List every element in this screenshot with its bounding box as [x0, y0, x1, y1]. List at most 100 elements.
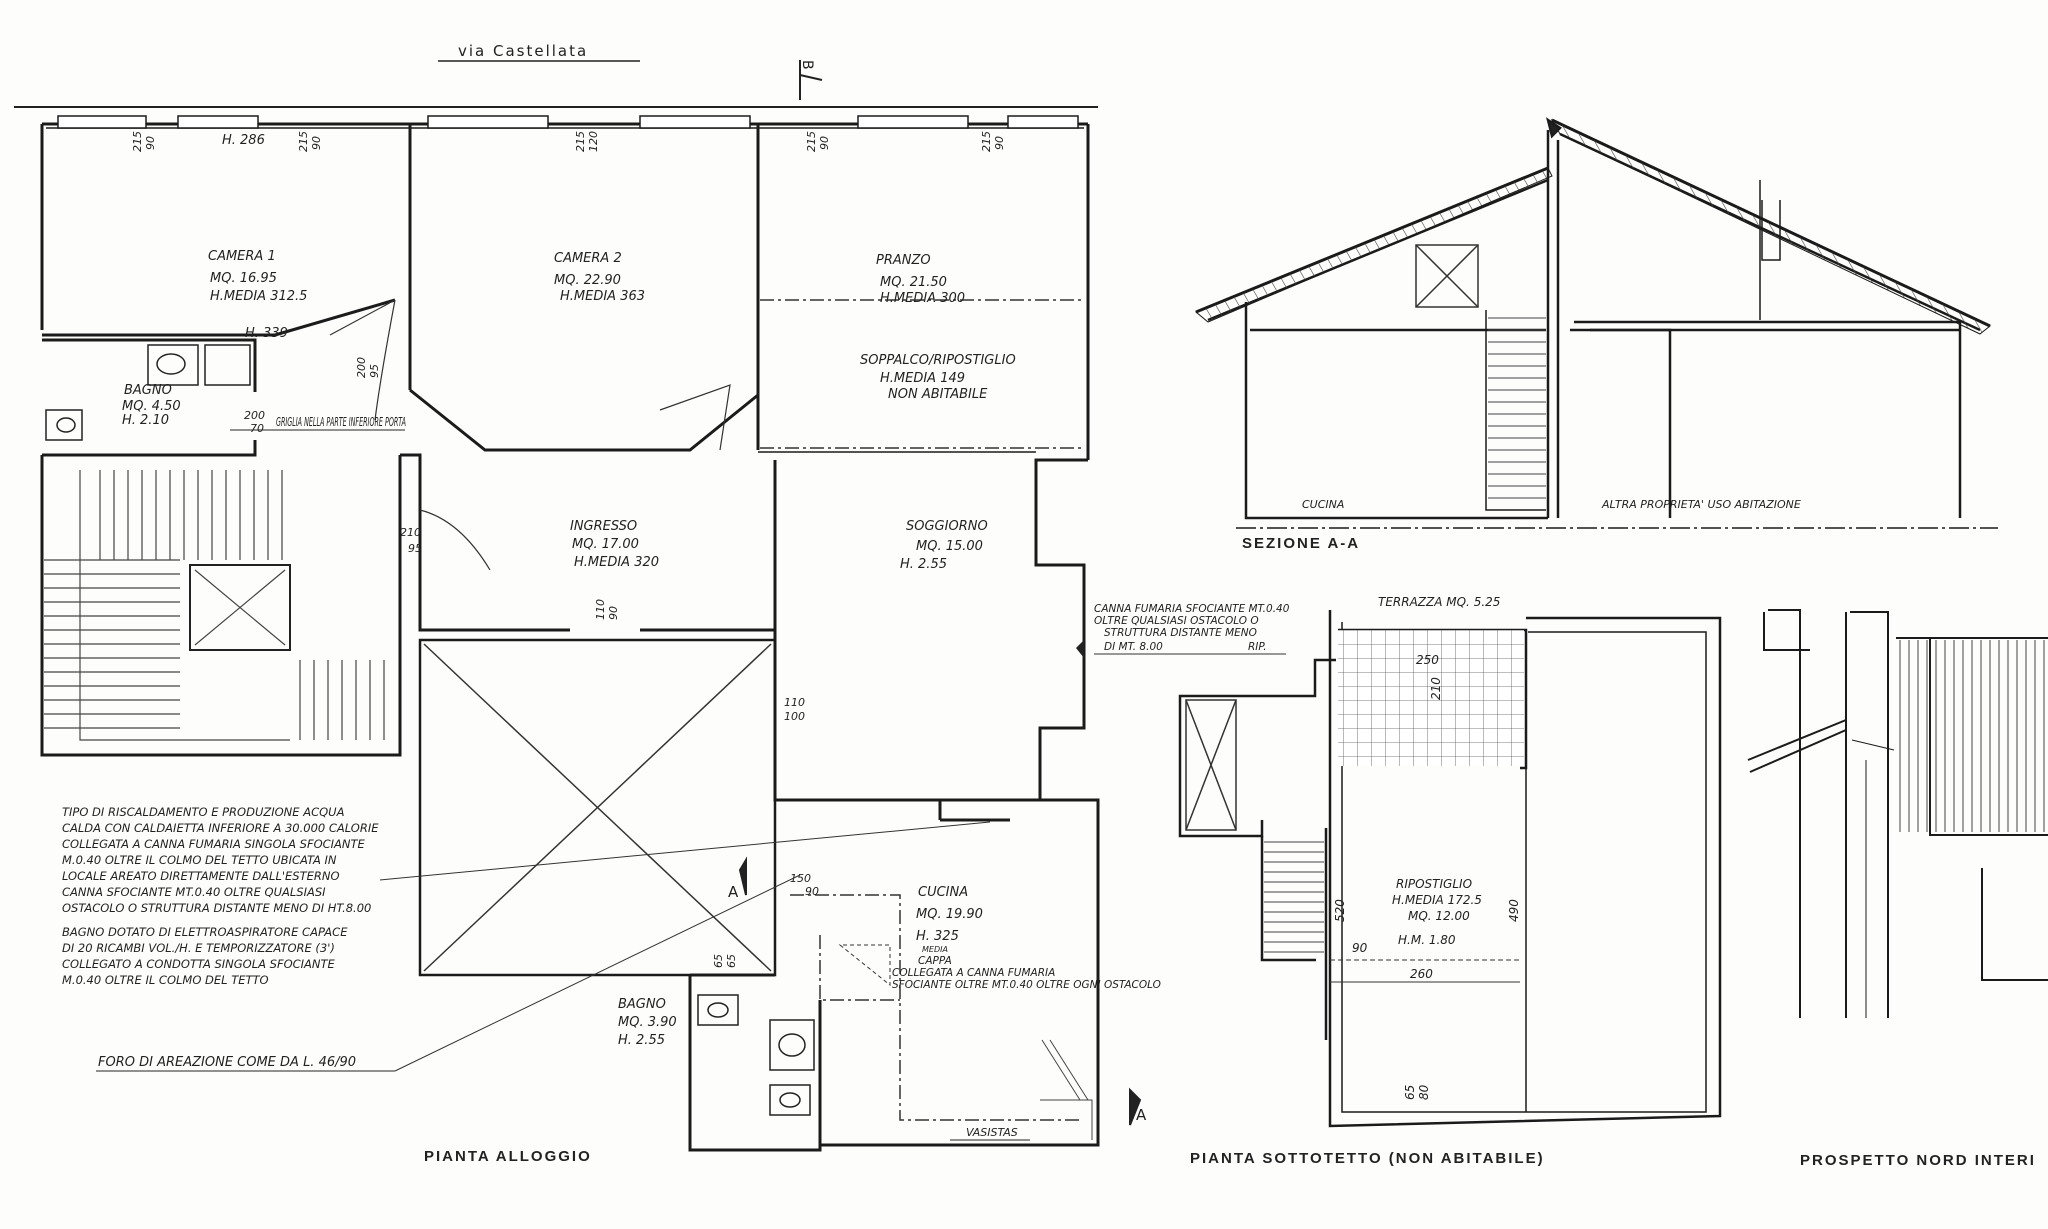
h286-label: H. 286: [222, 133, 265, 148]
door-swings: [329, 299, 731, 571]
svg-text:200: 200: [244, 409, 265, 422]
svg-text:A: A: [728, 883, 739, 901]
bagno1-name: BAGNO: [124, 383, 172, 398]
soggiorno-area: MQ. 15.00: [916, 539, 983, 554]
svg-text:210: 210: [400, 526, 421, 539]
heating-note-line: TIPO DI RISCALDAMENTO E PRODUZIONE ACQUA: [62, 805, 345, 819]
attic-labels: TERRAZZA MQ. 5.25 250 210 RIPOSTIGLIO H.…: [1330, 595, 1521, 1100]
section-stair-treads: [1488, 317, 1546, 499]
svg-text:VASISTAS: VASISTAS: [966, 1126, 1018, 1139]
void-cross: [423, 643, 772, 972]
camera1-height: H.MEDIA 312.5: [210, 289, 307, 304]
svg-text:80: 80: [1417, 1084, 1431, 1100]
camera2-name: CAMERA 2: [554, 251, 622, 266]
cucina-area: MQ. 19.90: [916, 907, 983, 922]
svg-text:CANNA FUMARIA SFOCIANTE MT.0.4: CANNA FUMARIA SFOCIANTE MT.0.40: [1094, 603, 1290, 615]
vasistas-label: VASISTAS: [950, 1126, 1030, 1141]
cucina-name: CUCINA: [918, 885, 968, 900]
svg-text:CAPPA: CAPPA: [918, 955, 952, 967]
kitchen-stair: [1040, 1039, 1093, 1140]
svg-text:RIPOSTIGLIO: RIPOSTIGLIO: [1396, 877, 1472, 891]
heating-note-line: CALDA CON CALDAIETTA INFERIORE A 30.000 …: [62, 821, 379, 835]
svg-text:520: 520: [1333, 899, 1347, 922]
ingresso-height: H.MEDIA 320: [574, 555, 659, 570]
svg-text:SFOCIANTE OLTRE MT.0.40 OLTRE: SFOCIANTE OLTRE MT.0.40 OLTRE OGNI OSTAC…: [892, 979, 1161, 991]
foro-note: FORO DI AREAZIONE COME DA L. 46/90: [96, 874, 801, 1072]
h339-label: H. 339: [245, 326, 288, 341]
svg-text:120: 120: [587, 131, 600, 152]
pranzo-name: PRANZO: [876, 253, 931, 268]
soppalco-name: SOPPALCO/RIPOSTIGLIO: [860, 353, 1016, 368]
svg-text:260: 260: [1410, 967, 1433, 981]
svg-text:215: 215: [297, 131, 310, 152]
svg-text:100: 100: [784, 710, 805, 723]
stairwell: [44, 470, 385, 741]
svg-text:110: 110: [594, 599, 607, 620]
camera1-name: CAMERA 1: [208, 249, 276, 264]
svg-text:250: 250: [1416, 653, 1439, 667]
attic-plan: [1178, 610, 1722, 1128]
apartment-plan: [40, 115, 1100, 1152]
svg-text:DI MT. 8.00: DI MT. 8.00: [1104, 641, 1163, 653]
bagno1-height: H. 2.10: [122, 413, 169, 428]
svg-text:MQ. 12.00: MQ. 12.00: [1408, 909, 1470, 923]
svg-text:90: 90: [1352, 941, 1368, 955]
svg-text:A: A: [1136, 1106, 1147, 1124]
svg-text:95: 95: [368, 364, 381, 378]
svg-text:65: 65: [725, 954, 738, 968]
svg-text:STRUTTURA DISTANTE MENO: STRUTTURA DISTANTE MENO: [1104, 627, 1257, 639]
pianta-alloggio-title: PIANTA ALLOGGIO: [424, 1148, 592, 1165]
bagno2-height: H. 2.55: [618, 1033, 665, 1048]
svg-text:ALTRA PROPRIETA' USO ABITAZION: ALTRA PROPRIETA' USO ABITAZIONE: [1601, 498, 1801, 511]
section-aa: [1195, 117, 1998, 529]
heating-note-line: DI 20 RICAMBI VOL./H. E TEMPORIZZATORE (…: [62, 941, 335, 955]
svg-text:90: 90: [607, 606, 620, 620]
svg-text:65: 65: [1403, 1085, 1417, 1100]
svg-text:210: 210: [1429, 677, 1443, 700]
north-elevation: [1747, 609, 2048, 1018]
camera1-area: MQ. 16.95: [210, 271, 277, 286]
heating-note-line: OSTACOLO O STRUTTURA DISTANTE MENO DI HT…: [62, 901, 371, 915]
heating-note-line: LOCALE AREATO DIRETTAMENTE DALL'ESTERNO: [62, 869, 340, 883]
soppalco-note: NON ABITABILE: [888, 387, 988, 402]
svg-text:RIP.: RIP.: [1248, 641, 1267, 653]
svg-text:200: 200: [355, 357, 368, 378]
cucina-height-note: MEDIA: [922, 945, 948, 954]
prospetto-title: PROSPETTO NORD INTERI: [1800, 1152, 2036, 1169]
elevation-roof-hatch: [1899, 640, 2045, 832]
plan-dimensions: 215 90 215 90 215 120 215 90 215 90 200 …: [131, 131, 1006, 968]
sezione-title: SEZIONE A-A: [1242, 535, 1360, 552]
attic-stair: [1264, 841, 1324, 953]
svg-text:110: 110: [784, 696, 805, 709]
svg-text:90: 90: [818, 136, 831, 150]
sottotetto-title: PIANTA SOTTOTETTO (NON ABITABILE): [1190, 1150, 1545, 1167]
svg-text:B: B: [799, 60, 815, 70]
section-a-markers: A A: [728, 856, 1147, 1126]
camera2-height: H.MEDIA 363: [560, 289, 645, 304]
svg-text:90: 90: [310, 136, 323, 150]
soggiorno-height: H. 2.55: [900, 557, 947, 572]
cappa-outline: [838, 944, 891, 987]
svg-text:90: 90: [805, 885, 819, 898]
svg-text:490: 490: [1507, 899, 1521, 922]
svg-text:FORO DI AREAZIONE COME DA L. 4: FORO DI AREAZIONE COME DA L. 46/90: [98, 1055, 356, 1070]
heating-note-line: BAGNO DOTATO DI ELETTROASPIRATORE CAPACE: [62, 925, 348, 939]
canna-note: CANNA FUMARIA SFOCIANTE MT.0.40 OLTRE QU…: [1076, 603, 1290, 658]
camera2-area: MQ. 22.90: [554, 273, 621, 288]
griglia-note: GRIGLIA NELLA PARTE INFERIORE PORTA: [230, 415, 406, 431]
heating-note-line: M.0.40 OLTRE IL COLMO DEL TETTO: [62, 973, 269, 987]
svg-text:150: 150: [790, 872, 811, 885]
section-labels: CUCINA ALTRA PROPRIETA' USO ABITAZIONE: [1302, 498, 1801, 511]
bagno1-area: MQ. 4.50: [122, 399, 181, 414]
pranzo-area: MQ. 21.50: [880, 275, 947, 290]
bagno2-area: MQ. 3.90: [618, 1015, 677, 1030]
svg-text:215: 215: [131, 131, 144, 152]
street-label-group: via Castellata: [14, 42, 1098, 108]
heating-note-line: COLLEGATO A CONDOTTA SINGOLA SFOCIANTE: [62, 957, 336, 971]
svg-text:CUCINA: CUCINA: [1302, 498, 1344, 511]
heating-note-line: COLLEGATA A CANNA FUMARIA SINGOLA SFOCIA…: [62, 837, 366, 851]
attic-void: [1185, 699, 1237, 831]
heating-note-line: M.0.40 OLTRE IL COLMO DEL TETTO UBICATA …: [62, 853, 337, 867]
kitchen-cutting-lines: [760, 299, 1082, 1121]
